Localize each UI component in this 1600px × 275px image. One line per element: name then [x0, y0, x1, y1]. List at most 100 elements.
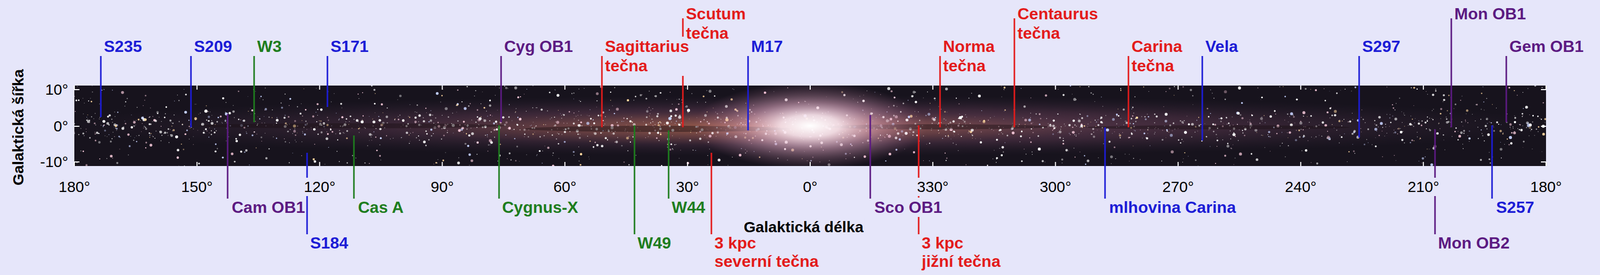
- star: [1300, 128, 1302, 130]
- star: [1100, 130, 1102, 131]
- star: [1153, 133, 1155, 135]
- star: [945, 135, 947, 137]
- star: [544, 145, 545, 147]
- star: [610, 91, 612, 94]
- star: [1081, 117, 1084, 120]
- star: [418, 114, 421, 118]
- star: [1483, 109, 1485, 111]
- star: [1057, 113, 1059, 115]
- star: [195, 103, 196, 105]
- star: [441, 128, 443, 130]
- star: [94, 139, 97, 142]
- star: [1537, 126, 1540, 128]
- star: [586, 114, 588, 116]
- star: [476, 116, 479, 118]
- star: [209, 127, 210, 128]
- star: [442, 159, 445, 162]
- star: [178, 99, 180, 101]
- star: [284, 114, 287, 117]
- star: [170, 134, 172, 136]
- star: [986, 164, 988, 167]
- star: [1530, 130, 1531, 131]
- star: [1237, 86, 1241, 90]
- star: [317, 108, 319, 110]
- star: [674, 114, 677, 117]
- star: [106, 122, 109, 125]
- star: [409, 141, 411, 142]
- star: [657, 122, 659, 124]
- star: [320, 120, 322, 122]
- star: [425, 144, 427, 147]
- star: [1224, 154, 1227, 157]
- star: [1287, 137, 1289, 139]
- star: [536, 154, 538, 155]
- star: [353, 118, 355, 120]
- star: [1394, 109, 1396, 111]
- star: [1446, 109, 1448, 112]
- star: [154, 119, 157, 122]
- star: [117, 111, 119, 113]
- star: [158, 116, 160, 118]
- star: [647, 136, 649, 137]
- star: [74, 123, 75, 125]
- star: [932, 118, 936, 121]
- star: [625, 124, 627, 126]
- star: [1004, 142, 1006, 143]
- star: [1500, 124, 1502, 125]
- star: [949, 121, 952, 124]
- star: [1514, 117, 1517, 120]
- star: [95, 131, 99, 135]
- star: [1424, 156, 1426, 157]
- star: [571, 93, 573, 95]
- star: [1525, 105, 1528, 109]
- star: [672, 148, 674, 150]
- star: [74, 95, 75, 97]
- star: [281, 106, 284, 109]
- star: [276, 137, 278, 139]
- star: [629, 120, 632, 123]
- star: [1130, 132, 1133, 134]
- star: [970, 123, 971, 124]
- star: [324, 128, 325, 129]
- star: [428, 113, 432, 117]
- star: [1350, 90, 1352, 92]
- star: [154, 138, 156, 140]
- star: [82, 97, 84, 99]
- star: [1487, 133, 1491, 136]
- star: [316, 121, 318, 123]
- star: [1426, 120, 1428, 122]
- star: [408, 134, 410, 136]
- star: [554, 89, 556, 90]
- star: [210, 130, 212, 132]
- star: [1044, 161, 1045, 162]
- star: [931, 122, 933, 124]
- star: [1513, 121, 1516, 124]
- star: [554, 124, 557, 127]
- star: [1074, 156, 1076, 158]
- star: [535, 107, 537, 108]
- star: [425, 130, 427, 132]
- star: [195, 119, 196, 121]
- star: [1392, 107, 1395, 109]
- star: [204, 109, 208, 113]
- star: [436, 162, 438, 163]
- star: [1090, 92, 1092, 94]
- star: [1419, 139, 1420, 140]
- star: [295, 141, 297, 143]
- star: [1382, 156, 1384, 158]
- star: [1003, 89, 1005, 91]
- star: [318, 120, 320, 122]
- star: [952, 120, 955, 123]
- star: [508, 152, 511, 155]
- star: [927, 91, 928, 93]
- star: [938, 106, 940, 107]
- star: [1316, 162, 1319, 165]
- star: [1251, 114, 1252, 115]
- star: [992, 158, 994, 160]
- star: [469, 164, 470, 166]
- star: [1191, 136, 1193, 138]
- star: [494, 136, 495, 138]
- star: [337, 139, 339, 141]
- star: [217, 117, 219, 119]
- star: [1463, 132, 1465, 134]
